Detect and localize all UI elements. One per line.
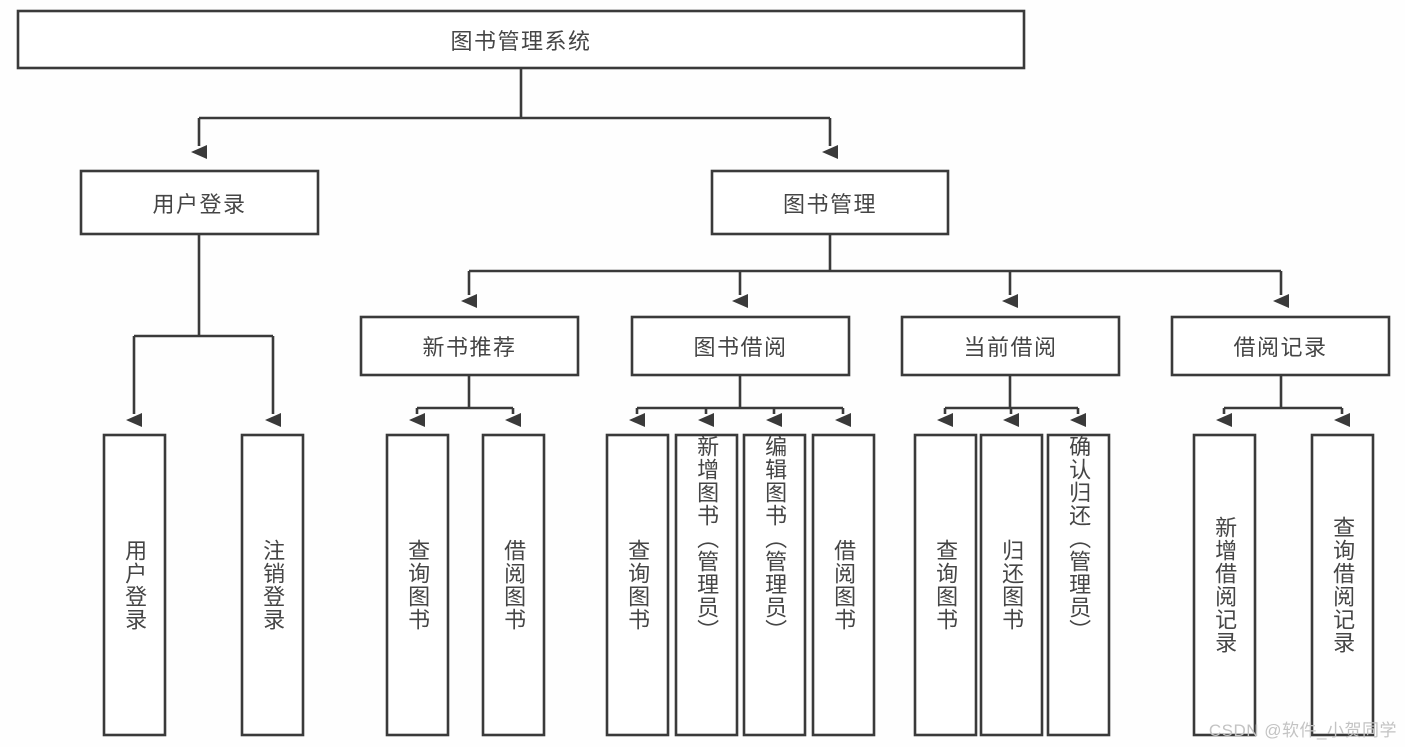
node-book-manage-box[interactable] (710, 169, 950, 236)
node-user-login-box[interactable] (79, 169, 320, 236)
leaf-book-borrow-2-box[interactable] (674, 433, 739, 737)
leaf-new-book-1-box[interactable] (385, 433, 450, 737)
leaf-new-book-2-box[interactable] (481, 433, 546, 737)
leaf-book-borrow-1-box[interactable] (605, 433, 670, 737)
leaf-current-borrow-3-box[interactable] (1046, 433, 1111, 737)
leaf-current-borrow-1-box[interactable] (913, 433, 978, 737)
node-new-book-box[interactable] (359, 315, 580, 377)
leaf-borrow-record-1-box[interactable] (1192, 433, 1257, 737)
node-current-borrow-box[interactable] (900, 315, 1121, 377)
csdn-watermark: CSDN @软件_小贺同学 (1208, 721, 1397, 740)
leaf-user-login-2-box[interactable] (240, 433, 305, 737)
leaf-book-borrow-3-box[interactable] (742, 433, 807, 737)
leaf-borrow-record-2-box[interactable] (1310, 433, 1375, 737)
leaf-current-borrow-2-box[interactable] (979, 433, 1044, 737)
leaf-book-borrow-4-box[interactable] (811, 433, 876, 737)
node-book-borrow-box[interactable] (630, 315, 851, 377)
leaf-user-login-1-box[interactable] (102, 433, 167, 737)
node-root-box[interactable] (16, 9, 1026, 70)
node-borrow-record-box[interactable] (1170, 315, 1391, 377)
